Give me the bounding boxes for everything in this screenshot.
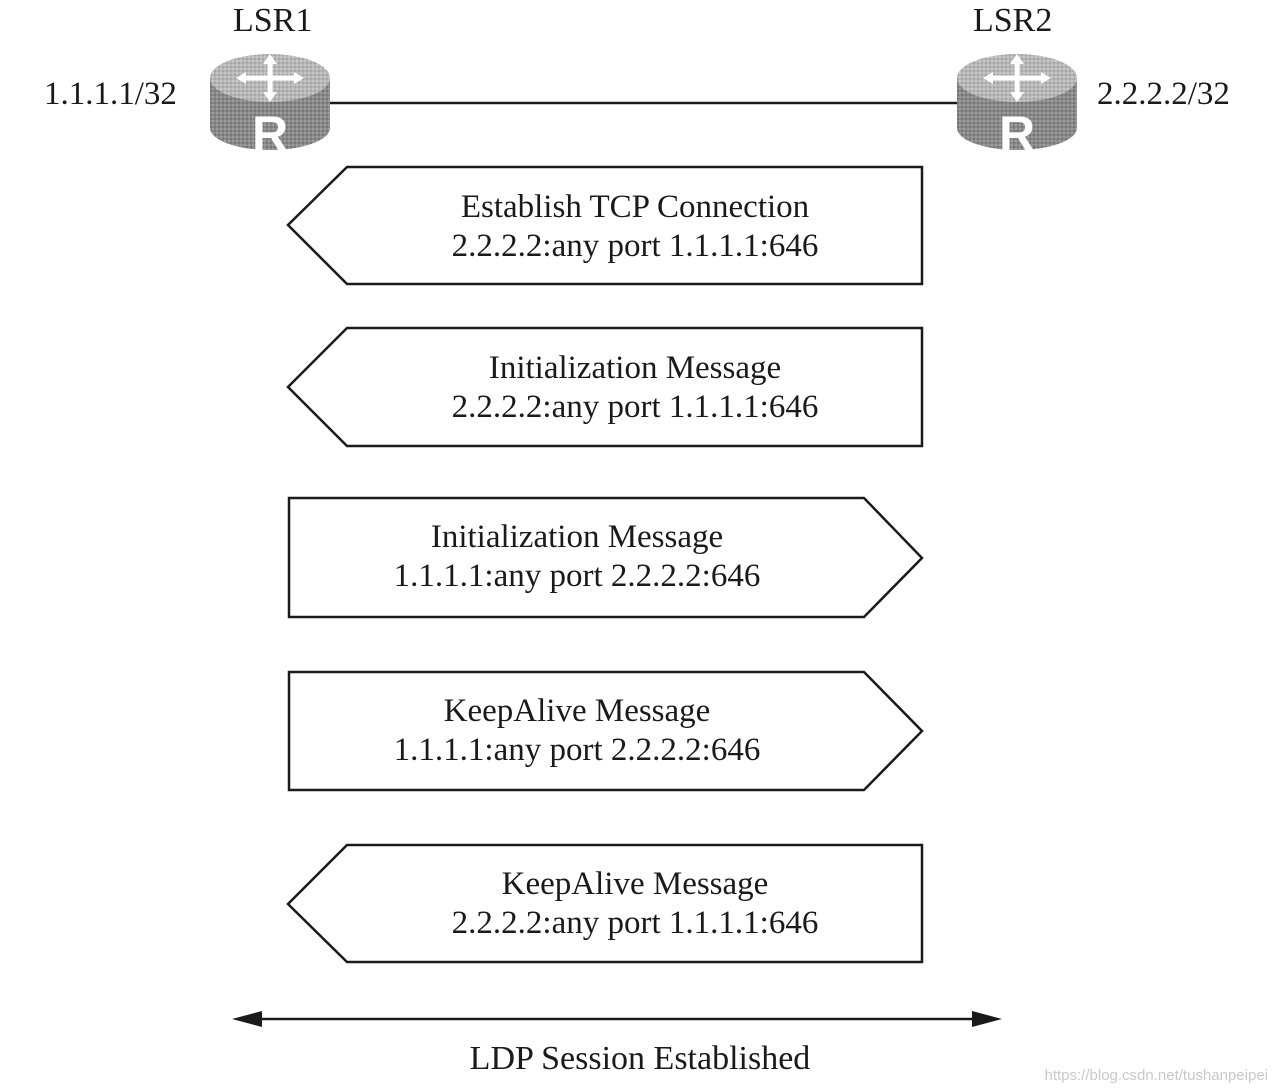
session-arrow-head-left	[232, 1011, 262, 1027]
message-arrow-right	[287, 670, 924, 792]
message-detail: 2.2.2.2:any port 1.1.1.1:646	[451, 905, 819, 941]
session-label: LDP Session Established	[0, 1040, 1280, 1078]
message-4: KeepAlive Message 1.1.1.1:any port 2.2.2…	[290, 692, 864, 770]
watermark: https://blog.csdn.net/tushanpeipei	[1044, 1067, 1269, 1084]
message-title: Initialization Message	[488, 350, 782, 386]
lsr2-label: LSR2	[973, 2, 1053, 39]
svg-text:R: R	[999, 106, 1035, 162]
message-title: Initialization Message	[430, 519, 724, 555]
message-1: Establish TCP Connection 2.2.2.2:any por…	[348, 188, 922, 266]
message-arrow-left	[286, 843, 924, 964]
message-arrow-left	[286, 326, 924, 448]
message-arrow-left	[286, 165, 924, 286]
session-arrow-head-right	[972, 1011, 1002, 1027]
message-title: Establish TCP Connection	[460, 189, 810, 225]
message-detail: 1.1.1.1:any port 2.2.2.2:646	[393, 558, 761, 594]
message-detail: 2.2.2.2:any port 1.1.1.1:646	[451, 389, 819, 425]
message-title: KeepAlive Message	[501, 866, 769, 902]
router-icon: R	[957, 54, 1077, 162]
lsr1-label: LSR1	[233, 2, 313, 39]
router-icon: R	[210, 54, 330, 162]
session-label-text: LDP Session Established	[469, 1040, 811, 1077]
message-detail: 1.1.1.1:any port 2.2.2.2:646	[393, 732, 761, 768]
lsr2-address: 2.2.2.2/32	[1097, 76, 1230, 112]
message-title: KeepAlive Message	[443, 693, 711, 729]
message-arrow-right	[287, 496, 924, 619]
svg-text:R: R	[252, 106, 288, 162]
lsr1-address: 1.1.1.1/32	[44, 76, 177, 112]
message-2: Initialization Message 2.2.2.2:any port …	[348, 349, 922, 427]
message-5: KeepAlive Message 2.2.2.2:any port 1.1.1…	[348, 865, 922, 943]
message-3: Initialization Message 1.1.1.1:any port …	[290, 518, 864, 596]
message-detail: 2.2.2.2:any port 1.1.1.1:646	[451, 228, 819, 264]
